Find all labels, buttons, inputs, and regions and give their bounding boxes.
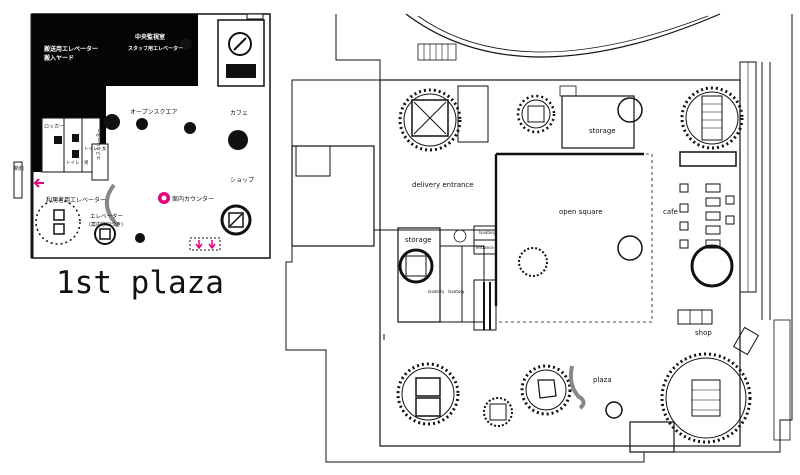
- label-shop: shop: [695, 329, 712, 337]
- label-shop: ショップ: [230, 177, 254, 184]
- label-storage-left: storage: [405, 236, 432, 244]
- label-open-square: オープンスクエア: [130, 109, 178, 116]
- storage-room-top: [561, 95, 635, 149]
- label-elevator-b-note: (案内窓口つき): [89, 221, 123, 228]
- exit-arrow-icon: [33, 178, 44, 188]
- main-floor-plan: [285, 13, 793, 463]
- toilet-icon: [54, 134, 79, 158]
- label-toilet-women: トイレ・女: [84, 145, 107, 152]
- user-elevator-cluster: [35, 199, 81, 245]
- label-new-building: 新館: [14, 165, 24, 172]
- label-staff-elevator: スタッフ用エレベーター: [128, 45, 183, 52]
- label-cafe: カフェ: [230, 110, 248, 117]
- label-lavatory-2: lavatory: [428, 289, 445, 294]
- label-cafe: cafe: [663, 208, 678, 216]
- entrance-arrow-icon: [208, 240, 216, 250]
- label-user-elevator: 利用者用エレベーター: [46, 196, 106, 204]
- stair-top: [417, 43, 457, 61]
- label-storage-top: storage: [589, 127, 616, 135]
- label-lavatory-3: lavatory: [448, 289, 465, 294]
- delivery-entrance-room: [291, 145, 375, 247]
- label-locker: ロッカー: [44, 124, 64, 130]
- label-toilet-men: トイレ・男: [66, 160, 89, 166]
- label-delivery-entrance: delivery entrance: [412, 181, 474, 189]
- label-freight-elevator: 搬送用エレベーター: [44, 45, 98, 53]
- label-central-monitoring: 中央監視室: [135, 33, 165, 41]
- label-loading-yard: 搬入ヤード: [44, 54, 74, 62]
- label-entrance: entrance: [476, 245, 494, 250]
- entrance-arrow-icon: [195, 240, 203, 250]
- cafe-seating: [679, 183, 735, 249]
- open-square-area: [495, 153, 653, 323]
- label-escalator: エスカレーター: [95, 128, 102, 160]
- label-elevator-b: エレベーター: [90, 212, 123, 220]
- label-plaza: plaza: [593, 376, 612, 384]
- label-lavatory-1: lavatory: [479, 230, 496, 235]
- key-plan: 中央監視室 搬送用エレベーター 搬入ヤード スタッフ用エレベーター オープンスク…: [13, 13, 271, 301]
- label-open-square: open square: [559, 208, 603, 216]
- key-plan-title: 1st plaza: [56, 265, 224, 301]
- label-info-counter: 案内カウンター: [172, 195, 214, 203]
